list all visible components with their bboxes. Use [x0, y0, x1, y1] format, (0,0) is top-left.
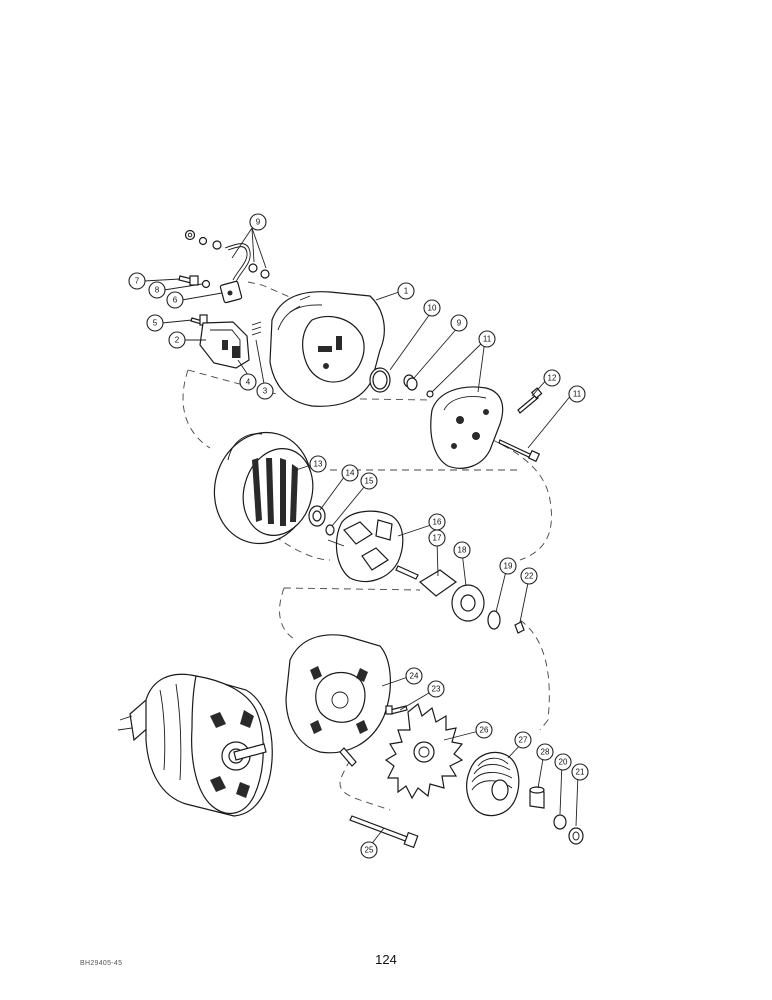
svg-text:3: 3	[263, 387, 268, 396]
callout-25: 25	[360, 841, 378, 859]
svg-text:15: 15	[365, 477, 374, 486]
callout-22: 22	[520, 567, 538, 585]
through-bolt	[349, 815, 419, 849]
callout-10: 10	[423, 299, 441, 317]
callout-14: 14	[341, 464, 359, 482]
stator	[213, 431, 314, 545]
callout-7: 7	[128, 272, 146, 290]
svg-text:9: 9	[457, 319, 462, 328]
callout-15: 15	[360, 472, 378, 490]
svg-text:11: 11	[573, 390, 582, 399]
callout-21: 21	[571, 763, 589, 781]
assembly-guide-lines	[182, 281, 552, 811]
svg-text:23: 23	[432, 685, 441, 694]
callout-11-top: 11	[478, 330, 496, 348]
pulley-hardware	[529, 786, 584, 845]
svg-text:20: 20	[559, 758, 568, 767]
callout-11-right: 11	[568, 385, 586, 403]
svg-text:5: 5	[153, 319, 158, 328]
fan	[384, 702, 464, 800]
svg-text:24: 24	[410, 672, 419, 681]
svg-text:28: 28	[541, 748, 550, 757]
callout-20: 20	[554, 753, 572, 771]
svg-text:6: 6	[173, 296, 178, 305]
pulley	[466, 751, 520, 817]
callout-13: 13	[309, 455, 327, 473]
callout-9-right: 9	[450, 314, 468, 332]
rear-housing	[269, 291, 385, 407]
callout-17: 17	[428, 529, 446, 547]
rotor-spacers	[308, 505, 335, 536]
callout-16: 16	[428, 513, 446, 531]
callout-27: 27	[514, 731, 532, 749]
callout-12: 12	[543, 369, 561, 387]
front-housing	[285, 634, 391, 767]
svg-text:21: 21	[576, 768, 585, 777]
svg-text:4: 4	[246, 378, 251, 387]
fan-screw	[385, 705, 408, 715]
rectifier-plate	[430, 386, 504, 469]
svg-text:14: 14	[346, 469, 355, 478]
svg-text:12: 12	[548, 374, 557, 383]
svg-text:7: 7	[135, 277, 140, 286]
bearing-seal-set	[369, 367, 434, 398]
callout-4: 4	[239, 373, 257, 391]
callout-1: 1	[397, 282, 415, 300]
regulator-brush-holder	[199, 321, 262, 369]
callout-3: 3	[256, 382, 274, 400]
svg-text:16: 16	[433, 518, 442, 527]
callout-18: 18	[453, 541, 471, 559]
callout-6: 6	[166, 291, 184, 309]
document-code: BH29405-45	[80, 960, 123, 967]
svg-text:17: 17	[433, 534, 442, 543]
svg-text:13: 13	[314, 460, 323, 469]
front-bearing-set	[418, 569, 525, 634]
callout-19: 19	[499, 557, 517, 575]
callout-9-top: 9	[249, 213, 267, 231]
svg-text:11: 11	[483, 335, 492, 344]
callout-28: 28	[536, 743, 554, 761]
svg-text:2: 2	[175, 336, 180, 345]
svg-text:19: 19	[504, 562, 513, 571]
svg-text:1: 1	[404, 287, 409, 296]
callout-5: 5	[146, 314, 164, 332]
svg-text:10: 10	[428, 304, 437, 313]
rectifier-screws	[498, 387, 543, 463]
callout-8: 8	[148, 281, 166, 299]
svg-text:25: 25	[365, 846, 374, 855]
svg-text:9: 9	[256, 218, 261, 227]
svg-text:18: 18	[458, 546, 467, 555]
rotor	[327, 510, 419, 583]
svg-text:8: 8	[155, 286, 160, 295]
callout-24: 24	[405, 667, 423, 685]
callout-26: 26	[475, 721, 493, 739]
page-number: 124	[375, 952, 397, 967]
callout-23: 23	[427, 680, 445, 698]
svg-text:22: 22	[525, 572, 534, 581]
svg-text:26: 26	[480, 726, 489, 735]
assembled-alternator	[117, 673, 273, 817]
svg-text:27: 27	[519, 736, 528, 745]
terminal-hardware	[178, 229, 270, 326]
callout-2: 2	[168, 331, 186, 349]
